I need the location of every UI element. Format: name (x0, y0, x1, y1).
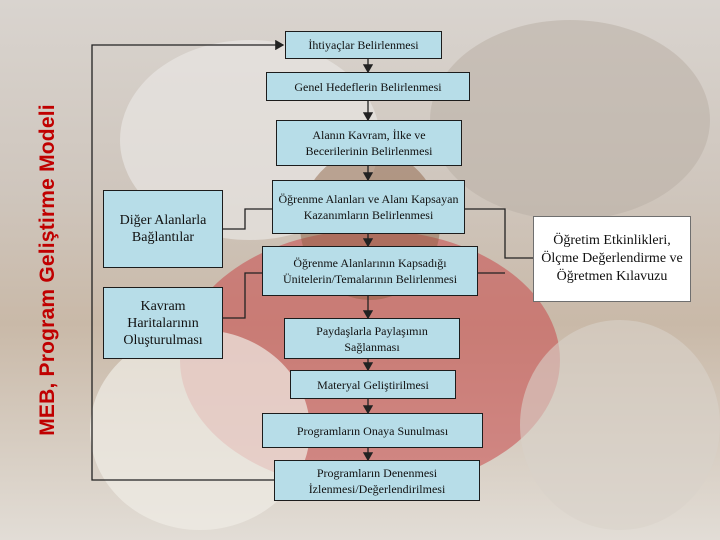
related-fields-box: Diğer Alanlarla Bağlantılar (103, 190, 223, 268)
step-material-development: Materyal Geliştirilmesi (290, 370, 456, 399)
step-stakeholders: Paydaşlarla Paylaşımın Sağlanması (284, 318, 460, 359)
step-learning-areas: Öğrenme Alanları ve Alanı Kapsayan Kazan… (272, 180, 465, 234)
step-units-themes: Öğrenme Alanlarının Kapsadığı Ünitelerin… (262, 246, 478, 296)
step-approval: Programların Onaya Sunulması (262, 413, 483, 448)
step-needs-assessment: İhtiyaçlar Belirlenmesi (285, 31, 442, 59)
step-piloting-evaluation: Programların Denenmesi İzlenmesi/Değerle… (274, 460, 480, 501)
step-concepts-principles: Alanın Kavram, İlke ve Becerilerinin Bel… (276, 120, 462, 166)
step-general-goals: Genel Hedeflerin Belirlenmesi (266, 72, 470, 101)
teaching-activities-box: Öğretim Etkinlikleri, Ölçme Değerlendirm… (533, 216, 691, 302)
concept-maps-box: Kavram Haritalarının Oluşturulması (103, 287, 223, 359)
